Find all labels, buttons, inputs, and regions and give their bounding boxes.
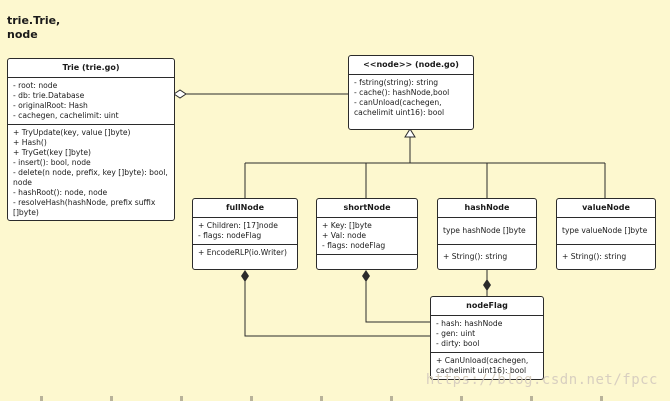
- shortnode-class: shortNode + Key: []byte + Val: node - fl…: [316, 198, 418, 270]
- trie-fields: - root: node - db: trie.Database - origi…: [8, 78, 174, 125]
- trie-class: Trie (trie.go) - root: node - db: trie.D…: [7, 58, 175, 221]
- nodeflag-fields: - hash: hashNode - gen: uint - dirty: bo…: [431, 316, 543, 353]
- inheritance-triangle: [404, 128, 416, 138]
- valuenode-methods: + String(): string: [557, 245, 655, 269]
- hashnode-methods: + String(): string: [438, 245, 536, 269]
- fullnode-class: fullNode + Children: [17]node - flags: n…: [192, 198, 298, 270]
- valuenode-field: type valueNode []byte: [562, 226, 648, 235]
- node-method: - cache(): hashNode,bool: [354, 88, 450, 97]
- hashnode-class-name: hashNode: [438, 199, 536, 218]
- diagram-title-line1: trie.Trie,: [7, 14, 61, 27]
- trie-method: - delete(n node, prefix, key []byte): bo…: [13, 168, 168, 187]
- watermark-url: https://blog.csdn.net/fpcc: [425, 372, 658, 388]
- trie-method: + TryGet(key []byte): [13, 148, 91, 157]
- fullnode-nodeflag-composition: [244, 280, 430, 337]
- trie-method: - hashRoot(): node, node: [13, 188, 108, 197]
- fullnode-composition-diamond: [241, 270, 249, 282]
- trie-field: - cachegen, cachelimit: uint: [13, 111, 119, 120]
- fullnode-fields: + Children: [17]node - flags: nodeFlag: [193, 218, 297, 245]
- trie-method: + Hash(): [13, 138, 47, 147]
- node-method: - fstring(string): string: [354, 78, 439, 87]
- hashnode-composition-diamond: [483, 279, 491, 291]
- trie-method: + TryUpdate(key, value []byte): [13, 128, 131, 137]
- nodeflag-class: nodeFlag - hash: hashNode - gen: uint - …: [430, 296, 544, 380]
- shortnode-fields: + Key: []byte + Val: node - flags: nodeF…: [317, 218, 417, 255]
- fullnode-field: - flags: nodeFlag: [198, 231, 262, 240]
- nodeflag-methods: + CanUnload(cachegen, cachelimit uint16)…: [431, 353, 543, 379]
- shortnode-class-name: shortNode: [317, 199, 417, 218]
- trie-field: - db: trie.Database: [13, 91, 85, 100]
- trie-class-name: Trie (trie.go): [8, 59, 174, 78]
- hashnode-fields: type hashNode []byte: [438, 218, 536, 245]
- valuenode-class-name: valueNode: [557, 199, 655, 218]
- diagram-title: trie.Trie, node: [7, 14, 60, 42]
- trie-field: - originalRoot: Hash: [13, 101, 88, 110]
- node-interface-name: <<node>> (node.go): [349, 56, 473, 75]
- trie-field: - root: node: [13, 81, 58, 90]
- node-method: - canUnload(cachegen, cachelimit uint16)…: [354, 98, 445, 117]
- fullnode-methods: + EncodeRLP(io.Writer): [193, 245, 297, 261]
- fullnode-field: + Children: [17]node: [198, 221, 278, 230]
- valuenode-fields: type valueNode []byte: [557, 218, 655, 245]
- hashnode-method: + String(): string: [443, 252, 508, 261]
- shortnode-field: + Val: node: [322, 231, 367, 240]
- trie-method: - insert(): bool, node: [13, 158, 91, 167]
- node-interface-methods: - fstring(string): string - cache(): has…: [349, 75, 473, 121]
- hashnode-class: hashNode type hashNode []byte + String()…: [437, 198, 537, 270]
- hashnode-field: type hashNode []byte: [443, 226, 526, 235]
- trie-method: - resolveHash(hashNode, prefix suffix []…: [13, 198, 156, 217]
- nodeflag-field: - hash: hashNode: [436, 319, 503, 328]
- nodeflag-field: - gen: uint: [436, 329, 476, 338]
- aggregation-diamond: [173, 89, 187, 99]
- nodeflag-field: - dirty: bool: [436, 339, 480, 348]
- shortnode-field: + Key: []byte: [322, 221, 372, 230]
- fullnode-class-name: fullNode: [193, 199, 297, 218]
- nodeflag-class-name: nodeFlag: [431, 297, 543, 316]
- valuenode-class: valueNode type valueNode []byte + String…: [556, 198, 656, 270]
- bottom-border-strip: [0, 396, 670, 401]
- diagram-title-line2: node: [7, 28, 38, 41]
- nodeflag-method: + CanUnload(cachegen, cachelimit uint16)…: [436, 356, 529, 375]
- shortnode-field: - flags: nodeFlag: [322, 241, 386, 250]
- shortnode-nodeflag-composition: [365, 280, 430, 323]
- valuenode-method: + String(): string: [562, 252, 627, 261]
- fullnode-method: + EncodeRLP(io.Writer): [198, 248, 287, 257]
- shortnode-methods: [317, 255, 417, 269]
- node-interface: <<node>> (node.go) - fstring(string): st…: [348, 55, 474, 130]
- trie-methods: + TryUpdate(key, value []byte) + Hash() …: [8, 125, 174, 220]
- shortnode-composition-diamond: [362, 270, 370, 282]
